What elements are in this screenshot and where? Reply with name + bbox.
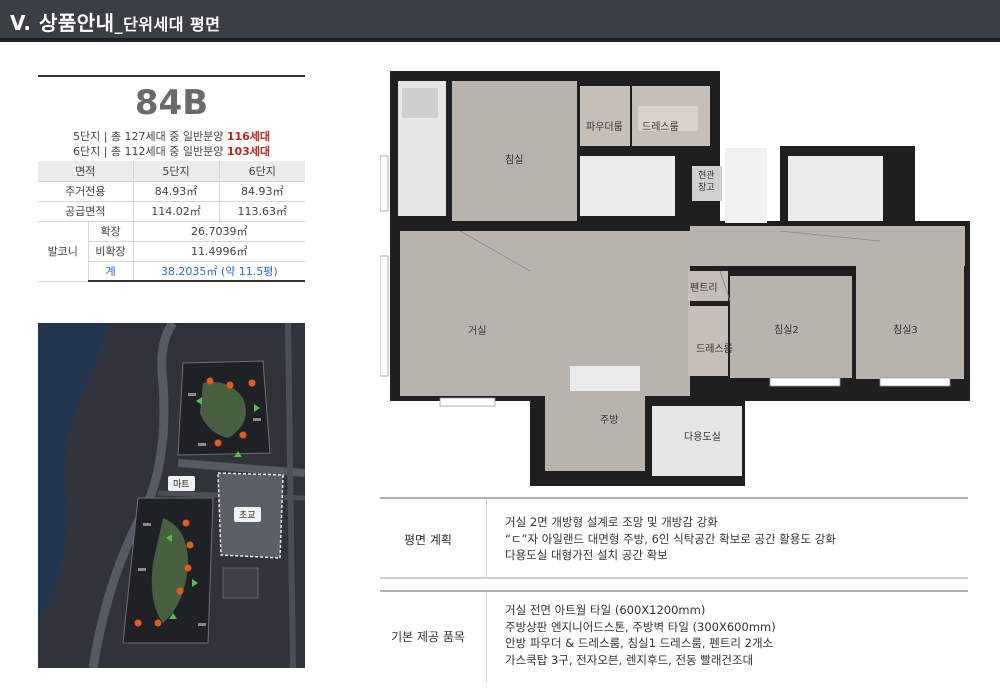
floor-plan-graphic bbox=[379, 71, 970, 486]
row-value: 84.93㎡ bbox=[133, 181, 220, 202]
page-subtitle: _단위세대 평면 bbox=[114, 15, 221, 34]
basic-line: 주방상판 엔지니어드스톤, 주방벽 타일 (300X600mm) bbox=[505, 619, 776, 634]
table-row: 비확장 11.4996㎡ bbox=[38, 241, 305, 262]
unit-counts: 5단지 | 총 127세대 중 일반분양 116세대 6단지 | 총 112세대… bbox=[38, 127, 305, 161]
table-row: 공급면적 114.02㎡ 113.63㎡ bbox=[38, 201, 305, 222]
entrance-label-2: 창고 bbox=[698, 183, 715, 193]
plan-feature-text: 거실 2면 개방형 설계로 조망 및 개방감 강화 “ㄷ”자 아일랜드 대면형 … bbox=[505, 514, 836, 564]
table-row: 계 38.2035㎡ (약 11.5평) bbox=[38, 261, 305, 282]
basic-items-text: 거실 전면 아트월 타일 (600X1200mm) 주방상판 엔지니어드스톤, … bbox=[505, 602, 776, 668]
row-label: 계 bbox=[88, 261, 134, 282]
balcony-label: 발코니 bbox=[38, 221, 89, 282]
row-value: 84.93㎡ bbox=[219, 181, 305, 202]
page-title: V. 상품안내_단위세대 평면 bbox=[10, 11, 221, 35]
basic-line: 안방 파우더 & 드레스룸, 침실1 드레스룸, 펜트리 2개소 bbox=[505, 636, 774, 650]
unit-count-5: 5단지 | 총 127세대 중 일반분양 116세대 bbox=[72, 130, 271, 143]
room-kitchen: 주방 bbox=[600, 415, 619, 426]
room-utility: 다용도실 bbox=[684, 432, 721, 443]
site-map-graphic bbox=[38, 323, 305, 668]
row-label: 공급면적 bbox=[38, 201, 134, 222]
plan-feature-row: 평면 계획 거실 2면 개방형 설계로 조망 및 개방감 강화 “ㄷ”자 아일랜… bbox=[380, 497, 968, 579]
basic-line: 거실 전면 아트월 타일 (600X1200mm) bbox=[505, 603, 706, 617]
plan-line: 다용도실 대형가전 설치 공간 확보 bbox=[505, 548, 668, 562]
info-box: 평면 계획 거실 2면 개방형 설계로 조망 및 개방감 강화 “ㄷ”자 아일랜… bbox=[380, 497, 968, 682]
school-label: 초교 bbox=[234, 507, 261, 522]
row-value: 11.4996㎡ bbox=[133, 241, 305, 262]
row-value: 113.63㎡ bbox=[219, 201, 305, 222]
basic-items-label: 기본 제공 품목 bbox=[391, 630, 465, 644]
header-stripe bbox=[0, 38, 1000, 42]
table-row: 주거전용 84.93㎡ 84.93㎡ bbox=[38, 181, 305, 202]
row-label: 확장 bbox=[88, 221, 134, 242]
row-rule bbox=[380, 577, 968, 579]
site-map: 마트 초교 bbox=[38, 323, 305, 668]
row-divider bbox=[486, 592, 487, 682]
room-bedroom3: 침실3 bbox=[893, 325, 918, 336]
head-complex6: 6단지 bbox=[219, 161, 305, 182]
mart-label: 마트 bbox=[168, 476, 195, 491]
page-header: V. 상품안내_단위세대 평면 bbox=[0, 0, 1000, 42]
area-table-head: 면적 5단지 6단지 bbox=[38, 161, 305, 182]
model-name: 84B bbox=[134, 83, 209, 123]
plan-line: 거실 2면 개방형 설계로 조망 및 개방감 강화 bbox=[505, 515, 718, 529]
spec-panel: 84B 5단지 | 총 127세대 중 일반분양 116세대 6단지 | 총 1… bbox=[38, 75, 305, 282]
room-powder: 파우더룸 bbox=[586, 122, 623, 133]
room-pantry: 펜트리 bbox=[690, 283, 718, 294]
row-divider bbox=[486, 499, 487, 579]
plan-line: “ㄷ”자 아일랜드 대면형 주방, 6인 식탁공간 확보로 공간 활용도 강화 bbox=[505, 531, 836, 546]
area-table: 면적 5단지 6단지 주거전용 84.93㎡ 84.93㎡ 공급면적 114.0… bbox=[38, 161, 305, 282]
table-row: 발코니 확장 26.7039㎡ bbox=[38, 221, 305, 282]
row-value: 26.7039㎡ bbox=[133, 221, 305, 242]
head-complex5: 5단지 bbox=[133, 161, 220, 182]
row-label: 비확장 bbox=[88, 241, 134, 262]
basic-line: 가스쿡탑 3구, 전자오븐, 렌지후드, 전동 빨래건조대 bbox=[505, 652, 754, 667]
head-area: 면적 bbox=[38, 161, 134, 182]
plan-feature-label: 평면 계획 bbox=[404, 533, 452, 547]
room-entrance: 현관 창고 bbox=[698, 170, 715, 194]
room-bedroom2: 침실2 bbox=[774, 325, 799, 336]
floor-plan: 파우더룸 드레스룸 침실 현관 창고 거실 펜트리 드레스룸 침실2 침실3 주… bbox=[379, 66, 970, 486]
row-value: 38.2035㎡ (약 11.5평) bbox=[133, 261, 305, 282]
basic-items-row: 기본 제공 품목 거실 전면 아트월 타일 (600X1200mm) 주방상판 … bbox=[380, 590, 968, 682]
row-label: 주거전용 bbox=[38, 181, 134, 202]
room-bedroom1: 침실 bbox=[505, 155, 524, 166]
entrance-label-1: 현관 bbox=[698, 171, 715, 181]
unit-count-6: 6단지 | 총 112세대 중 일반분양 103세대 bbox=[72, 145, 271, 158]
room-dress2: 드레스룸 bbox=[696, 344, 733, 355]
spec-top-rule bbox=[38, 75, 305, 77]
room-living: 거실 bbox=[468, 326, 487, 337]
row-value: 114.02㎡ bbox=[133, 201, 220, 222]
room-dress: 드레스룸 bbox=[642, 122, 679, 133]
